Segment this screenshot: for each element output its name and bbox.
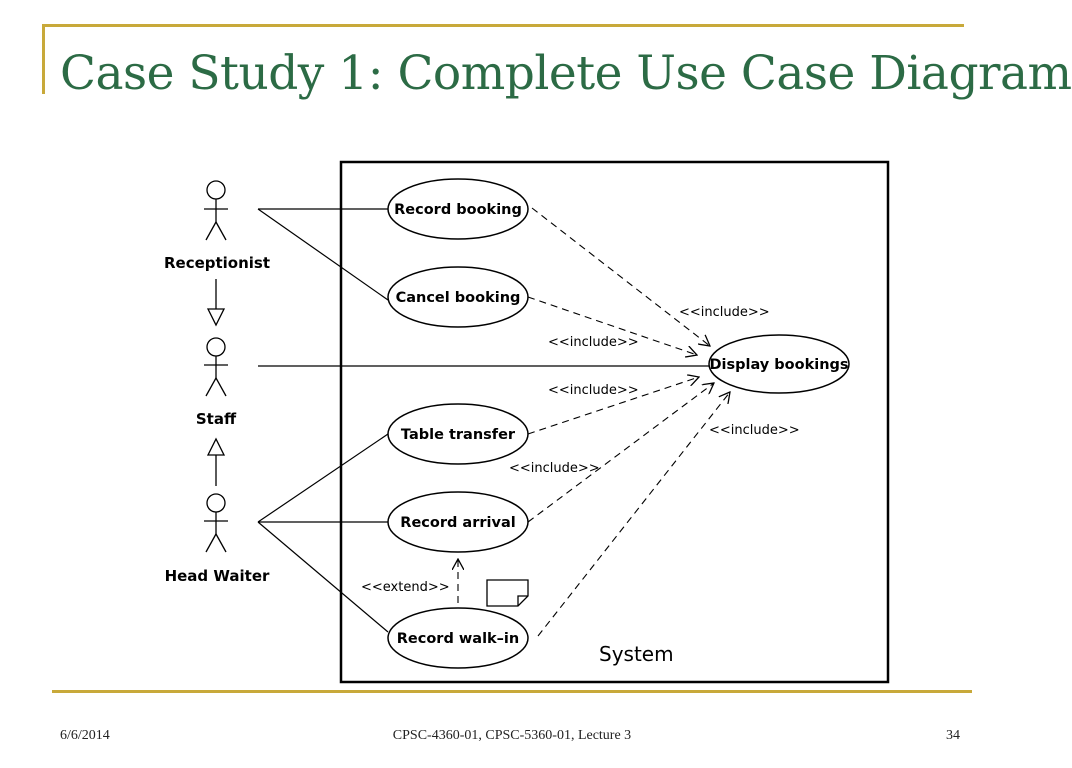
footer-date: 6/6/2014 <box>60 728 110 743</box>
actor-receptionist <box>204 180 228 241</box>
include-label-2: <<include>> <box>548 335 639 350</box>
use-case-record-arrival: Record arrival <box>387 491 529 553</box>
assoc-receptionist-cancel-booking <box>257 208 389 301</box>
system-label: System <box>599 642 674 666</box>
use-case-record-walk-in: Record walk–in <box>387 607 529 669</box>
system-boundary <box>339 160 890 684</box>
footer-rule <box>52 690 972 693</box>
title-rule-left <box>42 24 45 94</box>
slide-title: Case Study 1: Complete Use Case Diagram <box>60 46 1072 101</box>
use-case-display-bookings-label: Display bookings <box>709 357 848 373</box>
use-case-record-walk-in-label: Record walk–in <box>397 631 519 647</box>
use-case-record-booking-label: Record booking <box>394 202 522 218</box>
actor-head-waiter <box>204 493 228 553</box>
use-case-display-bookings: Display bookings <box>708 334 850 394</box>
extend-label: <<extend>> <box>361 580 450 595</box>
include-record-booking <box>531 207 710 346</box>
use-case-record-booking: Record booking <box>387 178 529 240</box>
actor-staff-label: Staff <box>196 410 237 428</box>
include-table-transfer <box>527 377 699 435</box>
use-case-table-transfer-label: Table transfer <box>401 427 516 443</box>
generalization-head-waiter-staff <box>206 437 226 486</box>
assoc-head-waiter-table-transfer <box>257 433 389 523</box>
use-case-cancel-booking: Cancel booking <box>387 266 529 328</box>
use-case-record-arrival-label: Record arrival <box>400 515 515 531</box>
use-case-table-transfer: Table transfer <box>387 403 529 465</box>
include-label-4: <<include>> <box>709 423 800 438</box>
assoc-head-waiter-record-walk-in <box>257 521 389 633</box>
include-label-3: <<include>> <box>548 383 639 398</box>
include-record-arrival <box>527 383 714 523</box>
include-cancel-booking <box>527 296 697 355</box>
actor-staff <box>204 337 228 397</box>
use-case-cancel-booking-label: Cancel booking <box>396 290 521 306</box>
dependencies <box>458 207 730 637</box>
footer-course: CPSC-4360-01, CPSC-5360-01, Lecture 3 <box>392 728 632 743</box>
use-case-diagram: System Receptionist Staff Head Waiter <box>164 160 890 684</box>
note-icon <box>486 579 529 607</box>
include-label-5: <<include>> <box>509 461 600 476</box>
actor-head-waiter-label: Head Waiter <box>165 567 270 585</box>
generalization-receptionist-staff <box>206 279 226 327</box>
actor-receptionist-label: Receptionist <box>164 254 270 272</box>
include-record-walk-in <box>537 392 730 637</box>
associations <box>257 208 710 633</box>
title-rule-top <box>42 24 964 27</box>
include-label-1: <<include>> <box>679 305 770 320</box>
footer-page-number: 34 <box>946 728 960 743</box>
